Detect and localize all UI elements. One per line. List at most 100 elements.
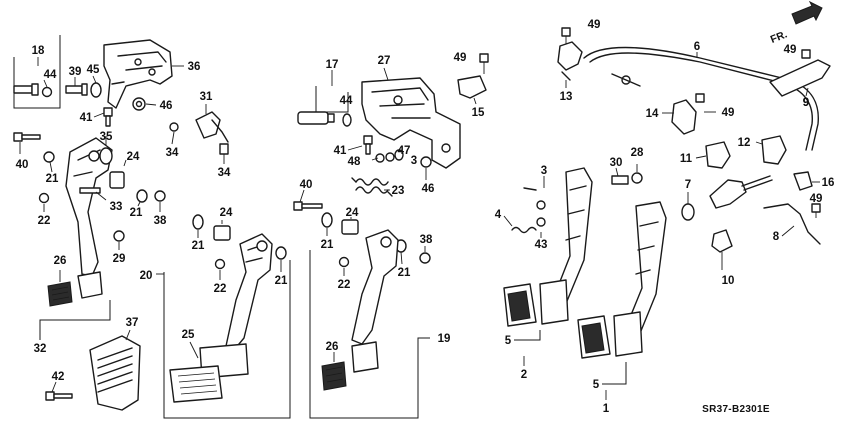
callout-33: 33 <box>110 201 123 213</box>
rod-8-part <box>763 203 821 245</box>
callout-49: 49 <box>784 44 797 56</box>
callout-48: 48 <box>348 156 361 168</box>
callout-13: 13 <box>560 91 573 103</box>
callout-24: 24 <box>220 207 233 219</box>
callout-5: 5 <box>593 379 600 391</box>
bolt-41a-part <box>93 107 113 127</box>
clip-9-part <box>769 49 831 97</box>
accelerator-pedal-1-group <box>577 201 667 400</box>
callout-49: 49 <box>810 193 823 205</box>
callout-6: 6 <box>694 41 700 53</box>
front-direction-arrow <box>791 0 823 25</box>
callout-45: 45 <box>87 64 100 76</box>
callout-30: 30 <box>610 157 623 169</box>
callout-18: 18 <box>32 45 45 57</box>
callout-15: 15 <box>472 107 485 119</box>
kit-18-group <box>13 35 61 109</box>
callout-24: 24 <box>346 207 359 219</box>
callout-5: 5 <box>505 335 512 347</box>
callout-40: 40 <box>300 179 313 191</box>
callout-35: 35 <box>100 131 113 143</box>
callout-38: 38 <box>420 234 433 246</box>
bracket-36-part <box>103 39 184 109</box>
spring-23-part <box>351 177 393 197</box>
front-direction-label: FR. <box>769 28 789 45</box>
clips-13-part <box>557 27 583 88</box>
callout-46: 46 <box>160 100 173 112</box>
small-parts-middle <box>347 135 432 180</box>
bushing-7-part <box>681 192 695 221</box>
callout-49: 49 <box>722 107 735 119</box>
callout-46: 46 <box>422 183 435 195</box>
bolt-40a-part <box>13 132 41 154</box>
bolt-42-part <box>45 381 73 401</box>
callout-26: 26 <box>326 341 339 353</box>
callout-22: 22 <box>38 215 51 227</box>
callout-7: 7 <box>685 179 691 191</box>
callout-37: 37 <box>126 317 139 329</box>
callout-8: 8 <box>773 231 780 243</box>
callout-49: 49 <box>588 19 601 31</box>
callout-43: 43 <box>535 239 548 251</box>
bracket-27-part <box>361 67 461 169</box>
callout-23: 23 <box>392 185 405 197</box>
callout-21: 21 <box>321 239 334 251</box>
callout-34: 34 <box>218 167 231 179</box>
bracket-14-part <box>662 93 716 135</box>
callout-21: 21 <box>192 240 205 252</box>
callout-4: 4 <box>495 209 502 221</box>
callout-34: 34 <box>166 147 179 159</box>
callout-9: 9 <box>803 97 809 109</box>
callout-10: 10 <box>722 275 735 287</box>
bolt-39-part <box>65 75 102 98</box>
callout-27: 27 <box>378 55 391 67</box>
clutch-pedal-32-part <box>38 136 166 340</box>
callout-29: 29 <box>113 253 126 265</box>
callout-26: 26 <box>54 255 67 267</box>
callout-24: 24 <box>127 151 140 163</box>
callout-21: 21 <box>130 207 143 219</box>
callout-25: 25 <box>182 329 195 341</box>
callout-49: 49 <box>454 52 467 64</box>
washer-45-part <box>90 82 102 98</box>
callout-41: 41 <box>334 145 347 157</box>
callout-3: 3 <box>411 155 417 167</box>
callout-41: 41 <box>80 112 93 124</box>
switch-31-part <box>169 104 229 164</box>
callout-47: 47 <box>398 145 411 157</box>
callout-36: 36 <box>188 61 201 73</box>
cable-6-part <box>583 46 819 151</box>
callout-22: 22 <box>214 283 227 295</box>
callout-12: 12 <box>738 137 751 149</box>
mat-37-part <box>89 329 141 411</box>
callout-44: 44 <box>44 69 57 81</box>
callout-1: 1 <box>603 403 610 415</box>
nut-46-part <box>132 97 157 111</box>
callout-14: 14 <box>646 108 659 120</box>
small-parts-28-30 <box>611 164 643 185</box>
callout-20: 20 <box>140 270 153 282</box>
callout-21: 21 <box>275 275 288 287</box>
callout-22: 22 <box>338 279 351 291</box>
callout-9: 9 <box>803 97 809 109</box>
callout-31: 31 <box>200 91 213 103</box>
callout-21: 21 <box>398 267 411 279</box>
callout-17: 17 <box>326 59 339 71</box>
diagram-code: SR37-B2301E <box>702 404 770 415</box>
callout-16: 16 <box>822 177 835 189</box>
bolt-part <box>13 85 33 94</box>
callout-labels: 18 44 39 45 36 46 31 41 35 40 21 24 34 3… <box>16 19 835 415</box>
switch-17-group <box>297 70 352 127</box>
callout-32: 32 <box>34 343 47 355</box>
callout-11: 11 <box>680 153 693 165</box>
callout-21: 21 <box>46 173 59 185</box>
accelerator-pedal-2-group <box>503 167 593 366</box>
callout-19: 19 <box>438 333 451 345</box>
brake-pedal-19-group <box>293 189 431 419</box>
clamp-12-11-part <box>695 135 787 169</box>
callout-44: 44 <box>340 95 353 107</box>
brake-pedal-20-group <box>156 214 291 419</box>
callout-42: 42 <box>52 371 65 383</box>
cable-end-10-part <box>709 175 773 270</box>
